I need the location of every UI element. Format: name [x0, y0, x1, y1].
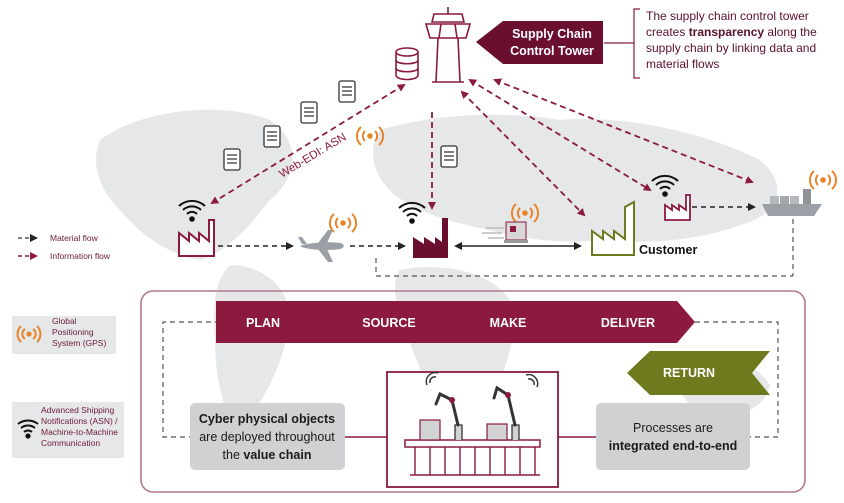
airplane-icon [298, 230, 344, 262]
document-icon-1 [338, 80, 356, 103]
callout-text-prefix: The supply chain control tower creates [646, 9, 809, 39]
control-tower-title-badge: Supply Chain Control Tower [476, 21, 603, 64]
legend-asn-line-1: Advanced Shipping [41, 405, 115, 415]
document-icon-5 [440, 145, 458, 168]
process-box-line-1: Processes are [633, 421, 713, 435]
legend-material-flow: Material flow [18, 233, 99, 243]
legend-asn-line-3: Machine-to-Machine [41, 427, 118, 437]
document-icon-3 [263, 125, 281, 148]
legend-information-flow-label: Information flow [50, 251, 111, 261]
callout-text-bold: transparency [688, 25, 765, 39]
callout-bracket [604, 8, 640, 79]
process-chevrons: PLAN SOURCE MAKE DELIVER RETURN [216, 301, 770, 395]
value-chain-frame [140, 290, 806, 493]
gps-icon-plane [328, 213, 358, 233]
legend-asn-line-2: Notifications (ASN) / [41, 416, 118, 426]
cyber-physical-box: Cyber physical objects are deployed thro… [190, 403, 345, 470]
database-icon [395, 47, 419, 81]
material-flow-network-lines [162, 210, 794, 438]
customer-factory-icon [591, 200, 635, 256]
legend-gps: Global Positioning System (GPS) [12, 316, 116, 354]
wifi-icon-asia-factory [651, 174, 679, 197]
chevron-source: SOURCE [318, 301, 455, 343]
legend-asn: Advanced Shipping Notifications (ASN) / … [12, 402, 124, 458]
title-line-2: Control Tower [510, 44, 594, 58]
chevron-return: RETURN [627, 351, 770, 395]
chevron-plan: PLAN [216, 301, 338, 343]
asia-factory-icon [664, 194, 691, 221]
legend-asn-line-4: Communication [41, 438, 100, 448]
information-flow-arrows [210, 78, 754, 217]
document-icon-2 [300, 101, 318, 124]
cyber-box-line-2: are deployed throughout [199, 430, 335, 444]
legend-information-flow: Information flow [18, 251, 111, 261]
chevron-deliver: DELIVER [550, 301, 695, 343]
legend-gps-line-3: System (GPS) [52, 338, 106, 348]
legend-wifi-icon [17, 419, 39, 439]
chevron-make-label: MAKE [490, 316, 527, 330]
gps-icon-truck [510, 203, 540, 223]
process-box-line-2: integrated end-to-end [609, 439, 737, 453]
cyber-box-line-3-prefix: the [223, 448, 244, 462]
legend-gps-line-2: Positioning [52, 327, 94, 337]
chevron-deliver-label: DELIVER [601, 316, 655, 330]
legend-gps-icon [16, 325, 42, 343]
chevron-make: MAKE [435, 301, 570, 343]
material-flow-arrows [218, 203, 756, 250]
customer-label: Customer [639, 243, 697, 257]
wifi-icon-supplier [178, 199, 206, 222]
gps-icon-edi [355, 126, 385, 146]
robot-assembly-line-illustration [386, 371, 559, 488]
cyber-box-line-3: the value chain [223, 448, 312, 462]
transport-machine-icon [482, 221, 528, 243]
document-icon-4 [223, 148, 241, 171]
chevron-source-label: SOURCE [362, 316, 415, 330]
cyber-box-line-3-bold: value chain [243, 448, 311, 462]
gps-icon-ship [808, 170, 838, 190]
callout-text-suffix: along the supply chain by linking data a… [646, 25, 817, 71]
chevron-return-label: RETURN [663, 366, 715, 380]
main-factory-icon [413, 218, 448, 258]
legend-material-flow-label: Material flow [50, 233, 99, 243]
supplier-factory-icon [178, 219, 215, 257]
control-tower-description: The supply chain control tower creates t… [646, 8, 842, 72]
cyber-box-line-1: Cyber physical objects [199, 412, 335, 426]
control-tower-icon [424, 7, 472, 83]
cargo-ship-icon [762, 189, 822, 216]
wifi-icon-factory [398, 201, 426, 224]
title-line-1: Supply Chain [512, 27, 592, 41]
process-integration-box: Processes are integrated end-to-end [596, 403, 750, 470]
legend-gps-line-1: Global [52, 316, 77, 326]
chevron-plan-label: PLAN [246, 316, 280, 330]
